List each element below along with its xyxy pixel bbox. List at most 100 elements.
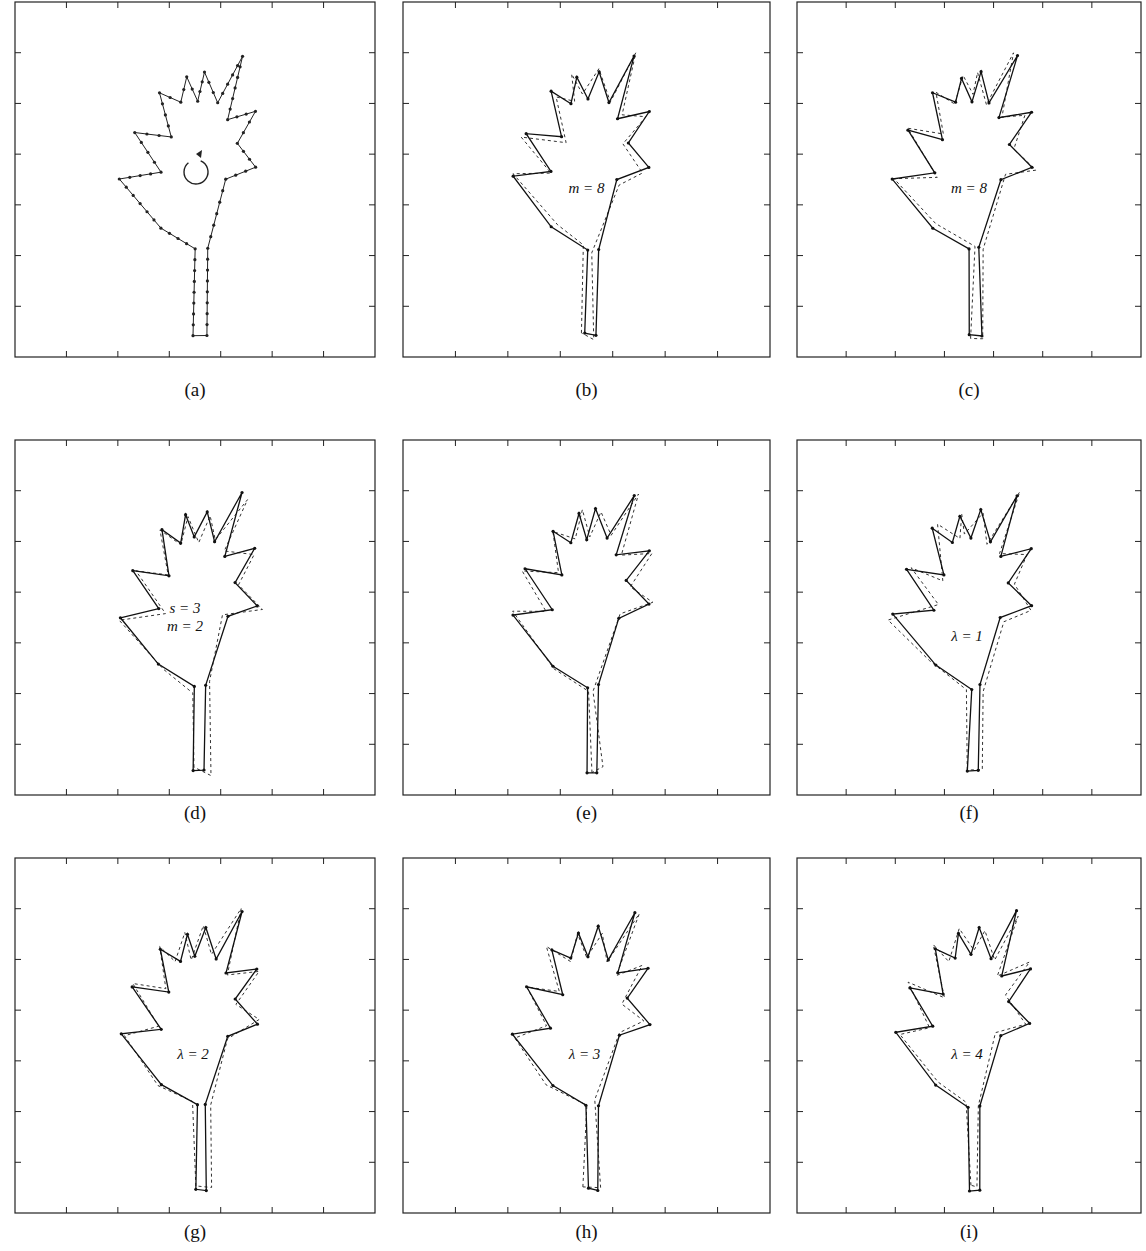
vertex-dot	[575, 76, 578, 79]
vertex-dot	[586, 955, 589, 958]
vertex-dot	[192, 769, 195, 772]
vertex-dot	[215, 957, 218, 960]
axis-tick	[15, 2, 375, 357]
leaf-contour	[118, 55, 257, 338]
sample-dot	[194, 247, 197, 250]
vertex-dot	[569, 957, 572, 960]
reference-contour	[513, 53, 646, 340]
vertex-dot	[597, 683, 600, 686]
sample-dot	[176, 237, 179, 240]
sample-dot	[158, 91, 161, 94]
vertex-dot	[627, 141, 630, 144]
vertex-dot	[179, 541, 182, 544]
sample-dot	[193, 258, 196, 261]
vertex-dot	[577, 512, 580, 515]
direction-arc	[184, 161, 208, 184]
sample-dot	[216, 101, 219, 104]
vertex-dot	[179, 960, 182, 963]
vertex-dot	[633, 911, 636, 914]
leaf-contour	[511, 494, 652, 774]
panel-caption: (g)	[184, 1222, 206, 1243]
parameter-label: λ = 2	[177, 1046, 209, 1063]
panel-frame	[403, 2, 770, 357]
vertex-dot	[159, 948, 162, 951]
axis-tick	[403, 2, 770, 357]
sample-dot	[212, 224, 215, 227]
vertex-dot	[1015, 909, 1018, 912]
sample-dot	[196, 100, 199, 103]
sample-dot	[161, 102, 164, 105]
axis-tick	[403, 858, 770, 1213]
vertex-dot	[626, 996, 629, 999]
plot-panel	[403, 440, 770, 795]
vertex-dot	[560, 573, 563, 576]
vertex-dot	[598, 70, 601, 73]
sample-dot	[153, 161, 156, 164]
vertex-dot	[1030, 166, 1033, 169]
sample-dot	[254, 166, 257, 169]
sample-dot	[145, 210, 148, 213]
vertex-dot	[586, 248, 589, 251]
parameter-label: m = 8	[951, 180, 987, 197]
vertex-dot	[954, 956, 957, 959]
sample-dot	[139, 174, 142, 177]
panel-caption: (i)	[960, 1222, 978, 1243]
vertex-dot	[223, 555, 226, 558]
sample-dot	[226, 118, 229, 121]
axis-tick	[15, 858, 375, 1213]
sample-dot	[244, 170, 247, 173]
vertex-dot	[999, 178, 1002, 181]
vertex-dot	[894, 1031, 897, 1034]
axis-tick	[797, 440, 1141, 795]
vertex-dot	[586, 686, 589, 689]
reference-contour	[900, 916, 1030, 1187]
vertex-dot	[213, 540, 216, 543]
sample-dot	[185, 75, 188, 78]
vertex-dot	[202, 768, 205, 771]
sample-dot	[241, 55, 244, 58]
vertex-dot	[647, 166, 650, 169]
vertex-dot	[1030, 604, 1033, 607]
vertex-dot	[1030, 111, 1033, 114]
plot-panel	[403, 2, 770, 357]
vertex-dot	[978, 1104, 981, 1107]
sample-dot	[218, 201, 221, 204]
vertex-dot	[577, 931, 580, 934]
vertex-dot	[233, 581, 236, 584]
axis-tick	[15, 858, 375, 1213]
plot-panel	[15, 858, 375, 1213]
vertex-dot	[585, 771, 588, 774]
axis-tick	[15, 858, 375, 1213]
parameter-label: λ = 3	[569, 1046, 601, 1063]
vertex-dot	[256, 1023, 259, 1026]
sample-dot	[235, 115, 238, 118]
vertex-dot	[979, 508, 982, 511]
vertex-dot	[549, 170, 552, 173]
sample-dot	[125, 186, 128, 189]
vertex-dot	[512, 175, 515, 178]
vertex-dot	[648, 1023, 651, 1026]
axis-tick	[797, 2, 1141, 357]
sample-dot	[221, 189, 224, 192]
sample-dot	[192, 291, 195, 294]
axis-tick	[403, 858, 770, 1213]
vertex-dot	[240, 910, 243, 913]
sample-dot	[206, 301, 209, 304]
axis-tick	[797, 2, 1141, 357]
vertex-dot	[997, 116, 1000, 119]
vertex-dot	[551, 608, 554, 611]
axis-tick	[797, 2, 1141, 357]
sample-dot	[182, 88, 185, 91]
parameter-label: m = 2	[167, 618, 203, 635]
sample-dot	[236, 142, 239, 145]
vertex-dot	[204, 926, 207, 929]
sample-dot	[167, 124, 170, 127]
axis-tick	[15, 2, 375, 357]
sample-dot	[201, 80, 204, 83]
vertex-dot	[648, 549, 651, 552]
sample-dot	[169, 96, 172, 99]
vertex-dot	[583, 331, 586, 334]
approx-contour	[512, 913, 650, 1191]
vertex-dot	[987, 101, 990, 104]
sample-dot	[168, 232, 171, 235]
